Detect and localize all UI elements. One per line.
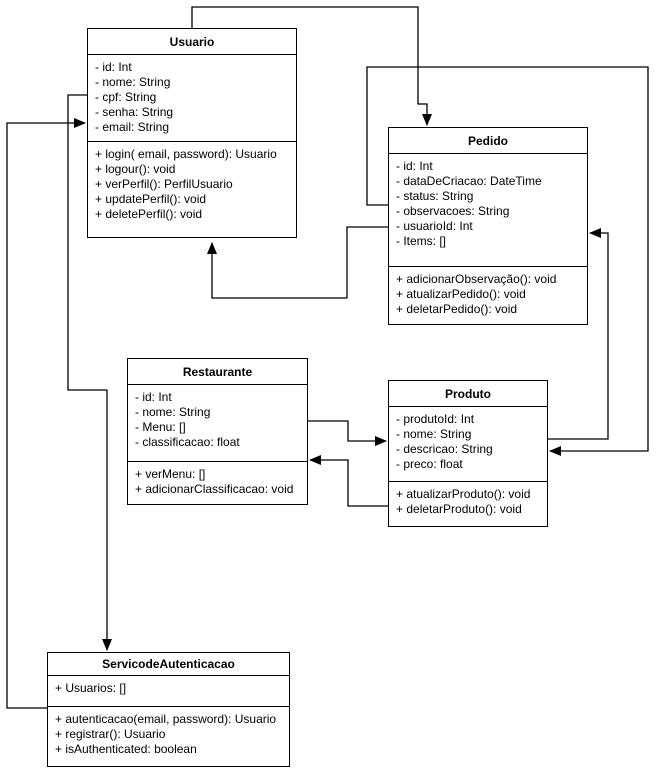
member-row: + deletarProduto(): void [396, 502, 522, 516]
member-row: - usuarioId: Int [396, 219, 473, 233]
class-methods: + adicionarObservação(): void+ atualizar… [389, 266, 587, 324]
member-row: + atualizarProduto(): void [396, 487, 531, 501]
class-title: Usuario [169, 34, 215, 49]
member-row: + Usuarios: [] [55, 681, 127, 695]
member-row: + autenticacao(email, password): Usuario [55, 712, 277, 726]
class-methods: + atualizarProduto(): void+ deletarProdu… [389, 481, 547, 526]
class-title: Restaurante [182, 364, 253, 379]
member-row: - nome: String [396, 427, 472, 441]
class-title: Pedido [467, 133, 508, 148]
member-row: - classificacao: float [135, 435, 240, 449]
class-methods: + autenticacao(email, password): Usuario… [48, 706, 289, 766]
class-attributes: - produtoId: Int- nome: String- descrica… [389, 406, 547, 481]
class-servicodeautenticacao[interactable]: ServicodeAutenticacao + Usuarios: [] + a… [47, 652, 290, 767]
class-methods: + login( email, password): Usuario+ logo… [88, 141, 296, 237]
member-row: - nome: String [135, 405, 211, 419]
connector-usuario-to-pedido[interactable] [191, 6, 432, 126]
member-row: - Menu: [] [135, 420, 186, 434]
member-row: - id: Int [396, 159, 433, 173]
member-row: + atualizarPedido(): void [396, 287, 526, 301]
member-row: + adicionarClassificacao: void [135, 482, 294, 496]
member-row: + registrar(): Usuario [55, 727, 166, 741]
member-row: + login( email, password): Usuario [95, 147, 277, 161]
connector-servicodeautenticacao-to-usuario[interactable] [6, 118, 86, 709]
member-row: - status: String [396, 189, 474, 203]
connector-restaurante-to-produto[interactable] [308, 420, 387, 446]
member-row: + adicionarObservação(): void [396, 272, 557, 286]
class-attributes: - id: Int- nome: String- Menu: []- class… [128, 384, 307, 461]
class-attributes: - id: Int- nome: String- cpf: String- se… [88, 54, 296, 141]
member-row: - cpf: String [95, 90, 157, 104]
member-row: - descricao: String [396, 442, 493, 456]
member-row: - email: String [95, 120, 170, 134]
member-row: - id: Int [135, 390, 172, 404]
member-row: + deletePerfil(): void [95, 207, 203, 221]
connector-pedido-to-produto[interactable] [366, 66, 649, 456]
member-row: - Items: [] [396, 234, 447, 248]
class-pedido[interactable]: Pedido - id: Int- dataDeCriacao: DateTim… [388, 127, 588, 325]
member-row: - id: Int [95, 60, 132, 74]
connector-usuario-to-servicodeautenticacao[interactable] [67, 94, 112, 651]
member-row: + updatePerfil(): void [95, 192, 207, 206]
member-row: - preco: float [396, 457, 463, 471]
class-produto[interactable]: Produto - produtoId: Int- nome: String- … [388, 380, 548, 527]
member-row: + logour(): void [95, 162, 176, 176]
class-methods: + verMenu: []+ adicionarClassificacao: v… [128, 461, 307, 504]
member-row: - dataDeCriacao: DateTime [396, 174, 542, 188]
class-title: Produto [445, 386, 491, 401]
member-row: - observacoes: String [396, 204, 510, 218]
class-attributes: - id: Int- dataDeCriacao: DateTime- stat… [389, 153, 587, 266]
member-row: + deletarPedido(): void [396, 302, 518, 316]
connector-produto-to-restaurante[interactable] [309, 455, 388, 507]
member-row: - senha: String [95, 105, 174, 119]
class-restaurante[interactable]: Restaurante - id: Int- nome: String- Men… [127, 358, 308, 505]
class-attributes: + Usuarios: [] [48, 675, 289, 706]
class-usuario[interactable]: Usuario - id: Int- nome: String- cpf: St… [87, 28, 297, 238]
connector-pedido-to-usuario[interactable] [207, 226, 388, 299]
member-row: - nome: String [95, 75, 171, 89]
member-row: + verPerfil(): PerfilUsuario [95, 177, 233, 191]
member-row: + verMenu: [] [135, 467, 206, 481]
connector-produto-to-pedido[interactable] [548, 228, 609, 440]
member-row: - produtoId: Int [396, 412, 475, 426]
class-title: ServicodeAutenticacao [102, 657, 235, 671]
member-row: + isAuthenticated: boolean [55, 742, 197, 756]
